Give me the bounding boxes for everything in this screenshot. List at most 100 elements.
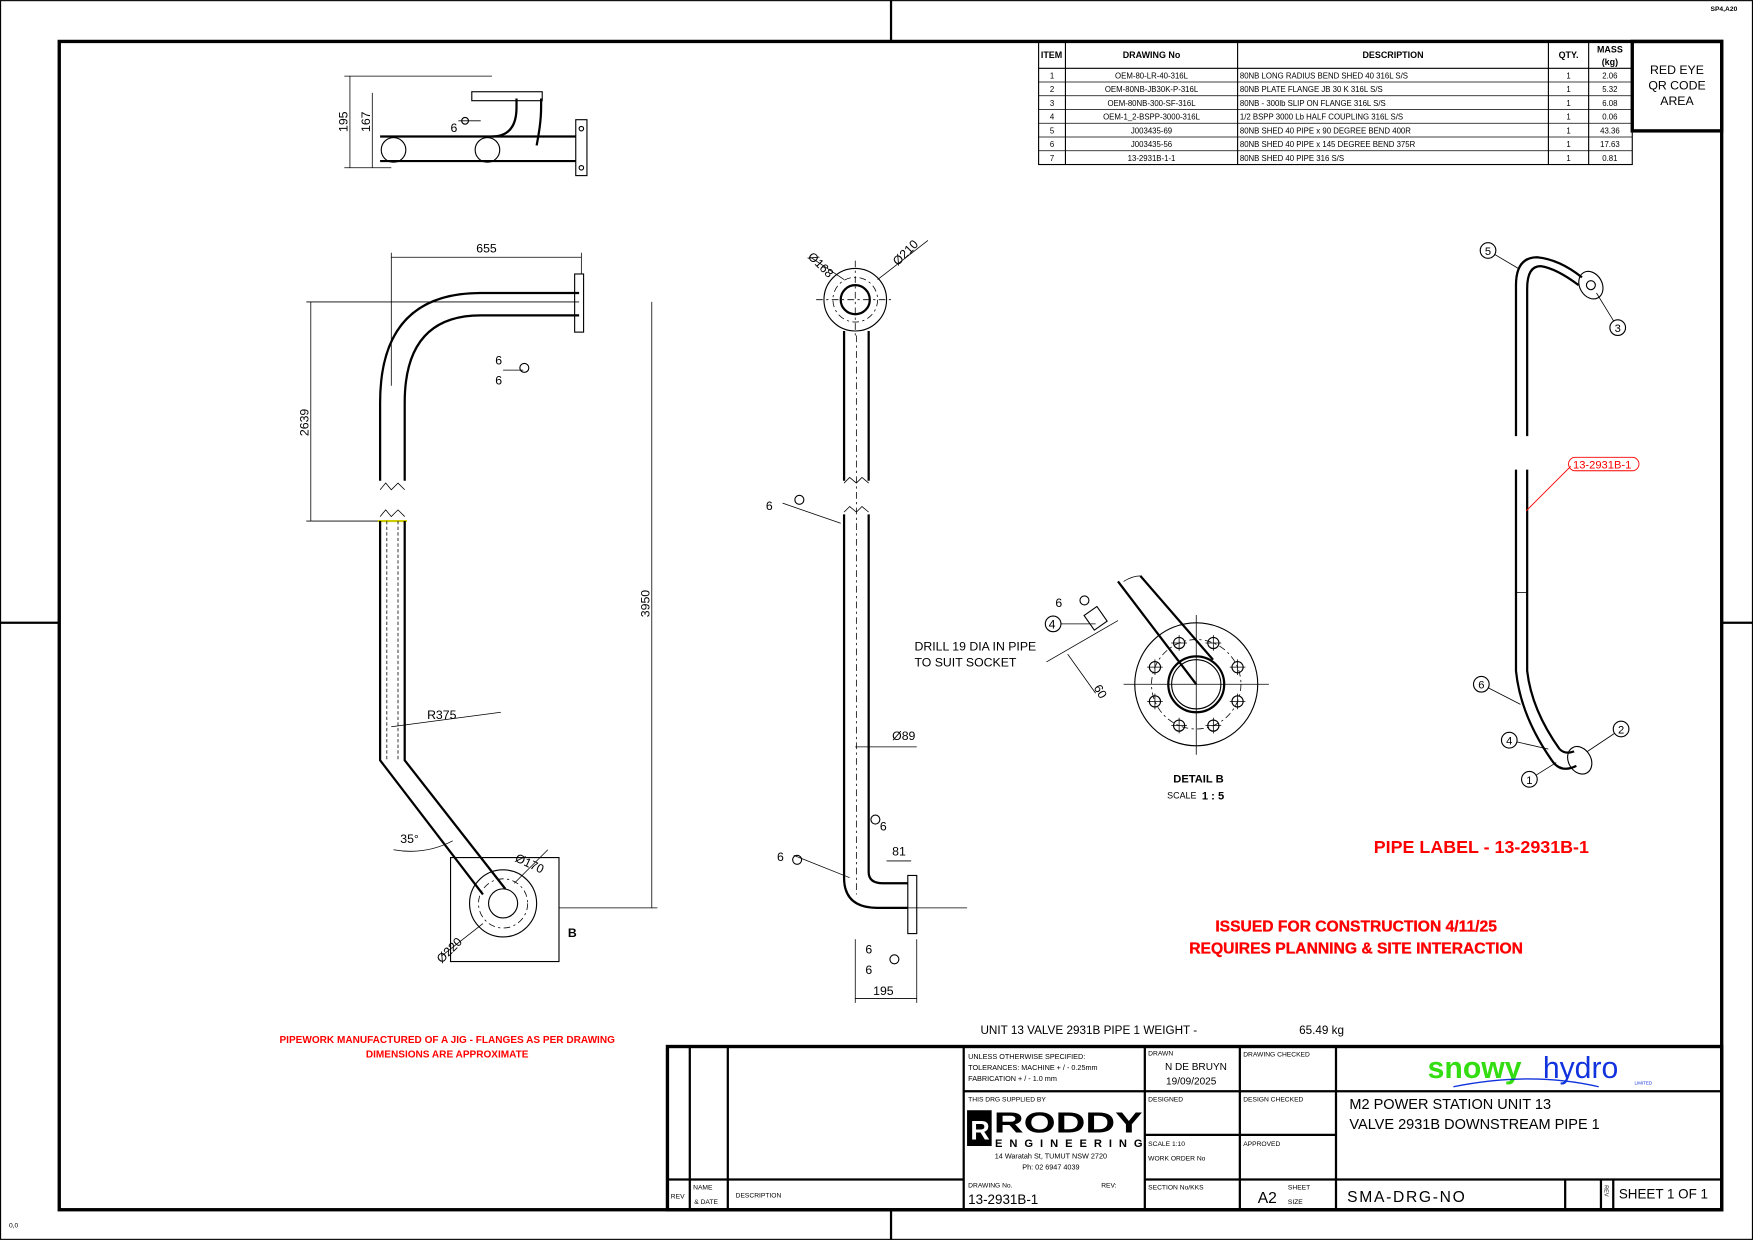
jig-note-2: DIMENSIONS ARE APPROXIMATE [366,1050,529,1061]
bom-cell-qty: 1 [1566,85,1570,94]
item-balloon: 3 [1596,292,1627,337]
tb-rev-label: REV: [1101,1182,1117,1189]
tb-title-2: VALVE 2931B DOWNSTREAM PIPE 1 [1349,1117,1599,1133]
svg-text:R: R [970,1115,989,1145]
dim-655: 655 [476,242,497,256]
tb-scale: SCALE 1:10 [1148,1141,1185,1148]
plan-view: 195 167 6 [337,75,588,177]
detail-b-scale-value: 1 : 5 [1202,790,1224,802]
bom-cell-description: 1/2 BSPP 3000 Lb HALF COUPLING 316L S/S [1240,113,1403,122]
supplier-name: RODDY [994,1108,1143,1140]
bom-cell-qty: 1 [1566,126,1570,135]
balloon-number: 5 [1485,246,1491,258]
dia-89: Ø89 [892,729,915,743]
bom-cell-description: 80NB LONG RADIUS BEND SHED 40 316L S/S [1240,71,1408,80]
bom-cell-description: 80NB - 300lb SLIP ON FLANGE 316L S/S [1240,99,1386,108]
bom-cell-drawing-no: J003435-69 [1131,126,1172,135]
logo-hydro: hydro [1543,1052,1618,1085]
bom-header-mass-2: (kg) [1602,57,1618,67]
tb-supplied-by: THIS DRG SUPPLIED BY [968,1096,1046,1103]
tb-work-order: WORK ORDER No [1148,1156,1206,1163]
detail-b-balloon: 4 [1049,617,1056,631]
tb-drawing-checked: DRAWING CHECKED [1243,1052,1310,1059]
bom-cell-drawing-no: 13-2931B-1-1 [1128,154,1176,163]
bom-cell-description: 80NB SHED 40 PIPE x 145 DEGREE BEND 375R [1240,140,1416,149]
weld-1: 6 [766,499,773,513]
bom-cell-drawing-no: J003435-56 [1131,140,1172,149]
detail-b-title: DETAIL B [1173,774,1223,786]
tb-drawn-label: DRAWN [1148,1050,1173,1057]
detail-b-weld: 6 [1055,596,1062,610]
drill-note-2: TO SUIT SOCKET [915,655,1017,669]
tb-doc-no: SMA-DRG-NO [1347,1189,1466,1206]
pipe-label-note: PIPE LABEL - 13-2931B-1 [1374,837,1589,857]
tb-size-label: SIZE [1288,1199,1303,1206]
weld-4: 6 [865,943,872,957]
radius-r375: R375 [427,708,457,722]
corner-code: SP4,A20 [1711,6,1738,13]
dia-210: Ø210 [890,237,921,268]
bolt-holes [1147,635,1246,734]
weight-label: UNIT 13 VALVE 2931B PIPE 1 WEIGHT - [980,1024,1197,1037]
dia-170: Ø170 [513,851,546,876]
weld-2: 6 [777,850,784,864]
detail-b-boundary [449,857,560,963]
dim-195-side: 195 [873,984,894,998]
bom-cell-qty: 1 [1566,113,1570,122]
tb-date: & DATE [694,1199,718,1206]
bom-cell-qty: 1 [1566,154,1570,163]
bom-cell-mass: 17.63 [1600,140,1620,149]
tb-tol-1: UNLESS OTHERWISE SPECIFIED: [968,1052,1085,1061]
qr-code-area: RED EYE QR CODE AREA [1630,39,1724,133]
dim-81: 81 [892,844,906,858]
dim-60: 60 [1091,682,1110,701]
supplier-phone: Ph: 02 6947 4039 [1022,1162,1079,1171]
weight-value: 65.49 kg [1299,1024,1344,1037]
qr-area-line2: QR CODE [1648,79,1705,93]
dim-3950: 3950 [639,590,653,617]
tb-drawing-no-label: DRAWING No. [968,1182,1012,1189]
tb-tol-3: FABRICATION + / - 1.0 mm [968,1074,1057,1083]
bom-cell-description: 80NB SHED 40 PIPE x 90 DEGREE BEND 400R [1240,126,1411,135]
bom-cell-mass: 6.08 [1602,99,1617,108]
dim-2639: 2639 [298,409,312,436]
supplier-sub: ENGINEERING [995,1138,1143,1150]
tb-drawn-date: 19/09/2025 [1166,1077,1217,1088]
tb-approved: APPROVED [1243,1141,1280,1148]
issued-note: ISSUED FOR CONSTRUCTION 4/11/25 [1215,918,1497,935]
origin-label: 0,0 [9,1223,19,1230]
bom-cell-mass: 43.36 [1600,126,1620,135]
drill-note-1: DRILL 19 DIA IN PIPE [915,640,1037,654]
bom-header-qty: QTY. [1559,50,1579,60]
weld-5: 6 [865,963,872,977]
tb-title-1: M2 POWER STATION UNIT 13 [1349,1097,1551,1113]
item-balloon: 2 [1587,720,1630,752]
tb-name: NAME [693,1185,713,1192]
bom-header-item: ITEM [1041,50,1062,60]
detail-b-view: 4 6 60 DRILL 19 DIA IN PIPE TO SUIT SOCK… [915,575,1269,802]
tb-design-checked: DESIGN CHECKED [1243,1096,1303,1103]
bom-cell-qty: 1 [1566,140,1570,149]
tb-drawing-no: 13-2931B-1 [968,1192,1038,1207]
detail-b-scale-label: SCALE [1167,790,1196,800]
balloon-number: 6 [1478,680,1484,692]
snowy-hydro-logo: snowy hydro LIMITED [1428,1052,1653,1088]
logo-limited: LIMITED [1634,1081,1652,1086]
angle-35: 35° [400,832,419,846]
tb-sheet-label: SHEET [1288,1185,1310,1192]
tb-tol-2: TOLERANCES: MACHINE + / - 0.25mm [968,1063,1097,1072]
title-block: REV NAME & DATE DESCRIPTION UNLESS OTHER… [665,1044,1724,1212]
elevation-view: 655 2639 3950 6 6 R375 35° Ø170 Ø220 B [298,242,658,966]
tb-rev-vertical: REV [1602,1185,1608,1197]
side-view: Ø168 Ø210 Ø89 81 195 6 6 6 6 6 [766,237,968,1003]
bom-cell-mass: 5.32 [1602,85,1617,94]
requires-note: REQUIRES PLANNING & SITE INTERACTION [1189,941,1523,958]
bom-header-drawing-no: DRAWING No [1123,50,1181,60]
